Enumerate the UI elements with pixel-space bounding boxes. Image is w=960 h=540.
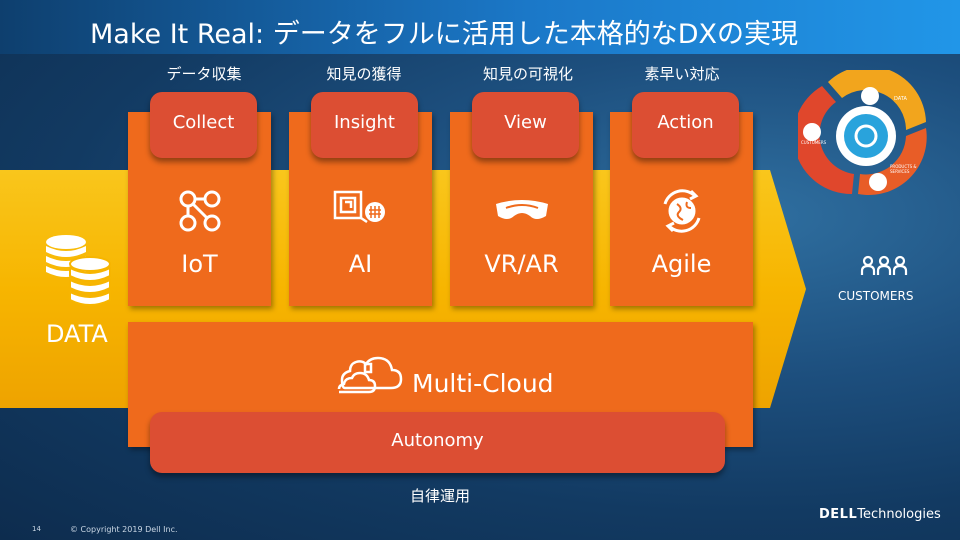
pillar-subtitle-view: 知見の可視化: [482, 65, 573, 83]
view-tab: View: [472, 92, 579, 158]
collect-tab: Collect: [150, 92, 257, 158]
pillar-subtitle-action: 素早い対応: [644, 65, 720, 83]
insight-tab-label: Insight: [334, 111, 395, 133]
logo-dell: DELL: [819, 507, 858, 522]
title-bar: [0, 0, 960, 54]
cycle-products-text-2: SERVICES: [890, 169, 910, 174]
collect-tab-label: Collect: [172, 111, 235, 133]
insight-tab: Insight: [311, 92, 418, 158]
pillar-label-iot: IoT: [181, 250, 218, 278]
action-tab: Action: [632, 92, 739, 158]
pillar-label-vrar: VR/AR: [484, 250, 559, 278]
autonomy-bar: Autonomy: [150, 412, 725, 473]
action-tab-label: Action: [657, 111, 714, 133]
customers-label: CUSTOMERS: [838, 289, 914, 303]
database-icon: [46, 235, 111, 306]
cycle-diagram: DATA CUSTOMERS PRODUCTS & SERVICES: [798, 70, 927, 195]
autonomy-label: Autonomy: [391, 430, 484, 451]
cycle-products-text-1: PRODUCTS &: [890, 164, 917, 169]
customers-icon: [860, 255, 908, 275]
logo-technologies: Technologies: [857, 507, 941, 522]
slide-title: Make It Real: データをフルに活用した本格的なDXの実現: [90, 19, 799, 50]
agile-globe-icon: [610, 188, 753, 234]
data-label: DATA: [46, 320, 108, 348]
pillar-label-agile: Agile: [651, 250, 712, 278]
page-number: 14: [32, 525, 41, 533]
ai-chip-icon: [289, 188, 432, 234]
autonomy-subtitle: 自律運用: [409, 487, 470, 505]
pillar-subtitle-insight: 知見の獲得: [326, 65, 402, 83]
multi-cloud-icon: [337, 356, 403, 394]
cycle-data-text: DATA: [894, 96, 907, 102]
cycle-customers-text: CUSTOMERS: [801, 140, 827, 145]
dell-technologies-logo: DELLTechnologies: [819, 507, 941, 522]
copyright-text: © Copyright 2019 Dell Inc.: [70, 525, 178, 534]
pillar-subtitle-collect: データ収集: [166, 65, 242, 83]
vr-headset-icon: [450, 188, 593, 234]
pillar-label-ai: AI: [348, 250, 373, 278]
multi-cloud-label: Multi-Cloud: [412, 369, 554, 398]
iot-network-icon: [128, 188, 271, 234]
view-tab-label: View: [504, 111, 547, 133]
